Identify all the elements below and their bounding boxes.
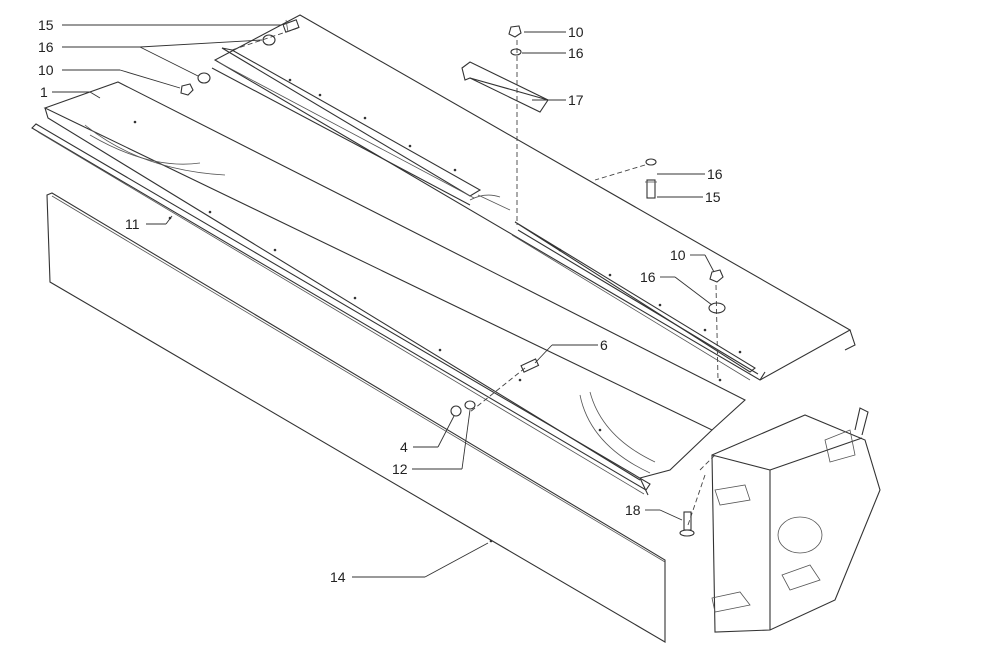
callout-6: 6: [600, 337, 608, 353]
callout-18: 18: [625, 502, 641, 518]
guide-plate-1: [43, 81, 746, 496]
callout-15-top: 15: [38, 17, 54, 33]
hole-dots: [133, 78, 742, 543]
callout-16-top: 16: [38, 39, 54, 55]
callout-10-mid: 10: [670, 247, 686, 263]
callout-14: 14: [330, 569, 346, 585]
flat-plate-14: [46, 192, 666, 643]
callout-11: 11: [125, 216, 140, 232]
callout-10-top: 10: [38, 62, 54, 78]
callout-10-upper-right: 10: [568, 24, 584, 40]
callout-labels: 15 16 10 1 10 16 17 16 15 10 16 11 6 4 1…: [38, 17, 723, 585]
fasteners: [180, 19, 726, 537]
callout-16-upper-right: 16: [568, 45, 584, 61]
callout-12: 12: [392, 461, 408, 477]
callout-17: 17: [568, 92, 584, 108]
callout-16-right: 16: [707, 166, 723, 182]
callout-15-right: 15: [705, 189, 721, 205]
callout-16-mid: 16: [640, 269, 656, 285]
leader-lines: [52, 24, 715, 578]
top-cover-plate: [213, 14, 856, 381]
bracket-17: [461, 61, 549, 113]
side-frame: [711, 407, 881, 633]
callout-1: 1: [40, 84, 48, 100]
cover-rail: [211, 47, 759, 381]
callout-4: 4: [400, 439, 408, 455]
strip-11: [31, 123, 651, 495]
